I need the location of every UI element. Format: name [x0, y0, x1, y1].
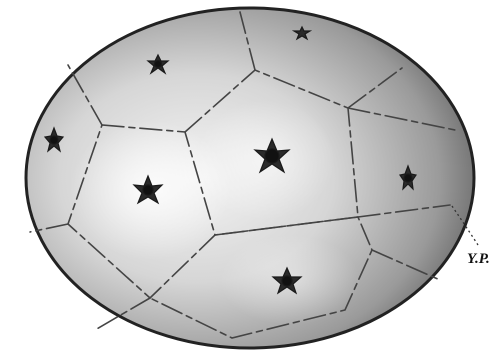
yp-label: Y.P.	[467, 251, 490, 267]
